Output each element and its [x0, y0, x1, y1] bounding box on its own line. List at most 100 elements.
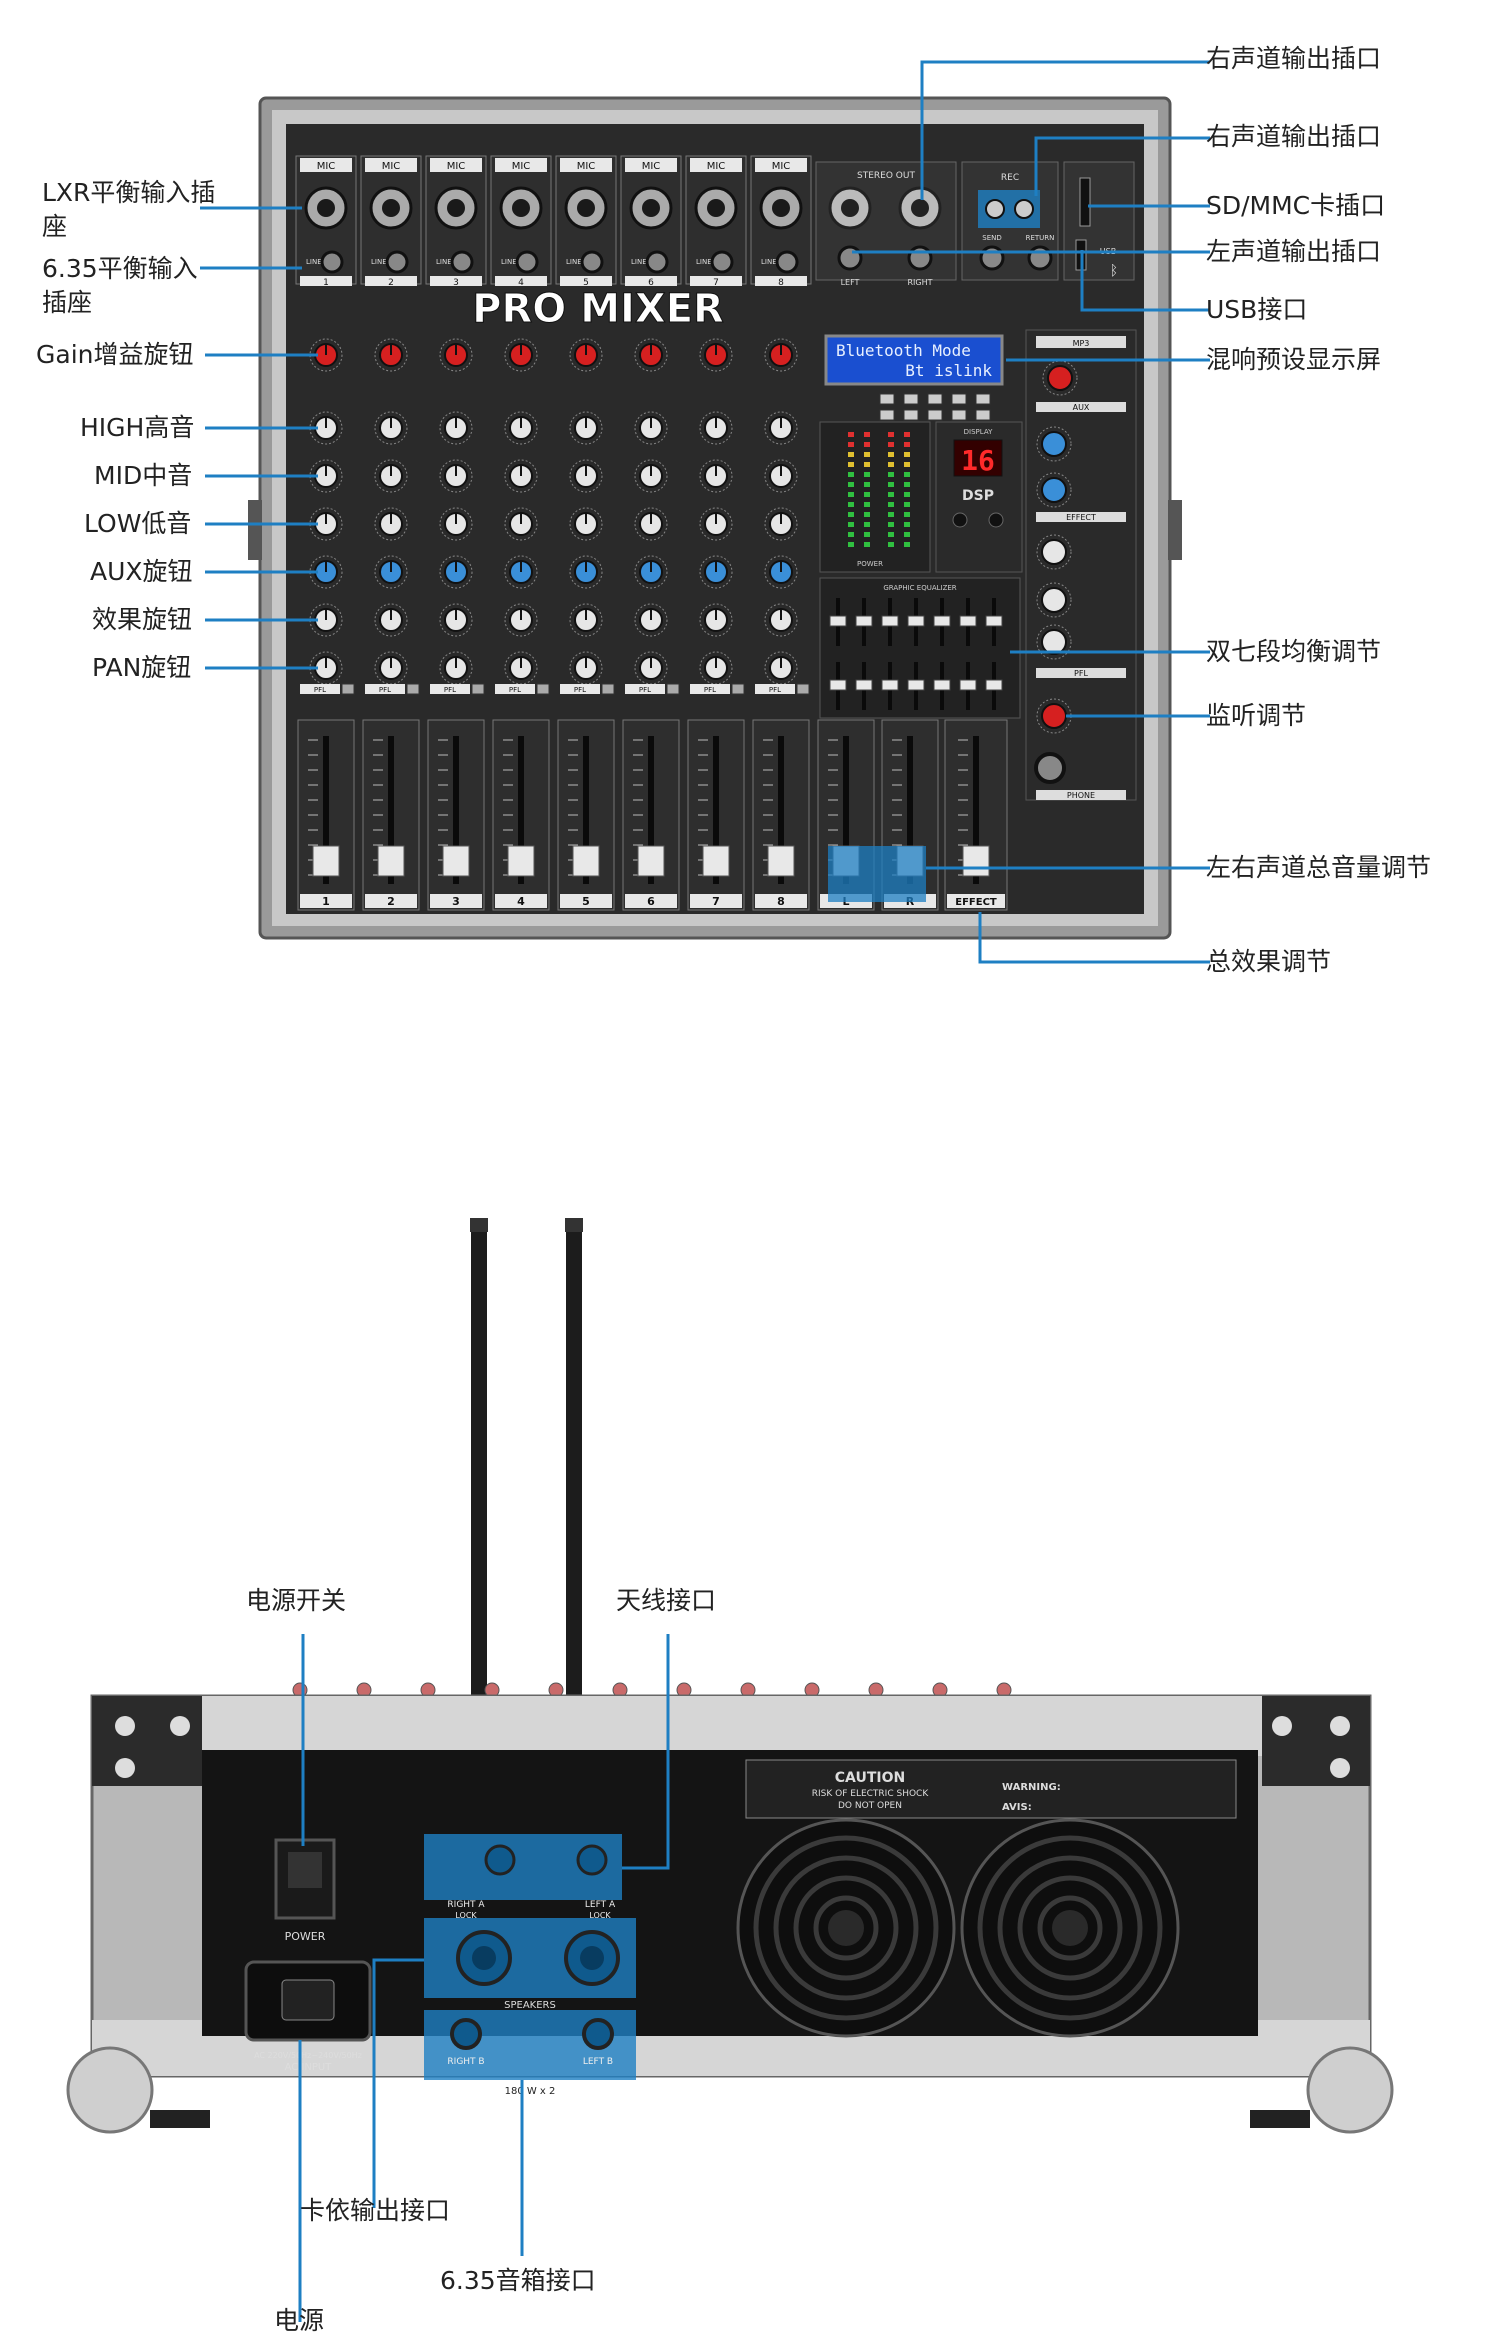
dsp-down-button[interactable] [952, 512, 968, 528]
meter-led [864, 482, 870, 487]
master-knob[interactable] [1041, 629, 1067, 655]
fader-label: 7 [712, 895, 720, 908]
eq-slider[interactable] [855, 679, 873, 691]
master-knob-scale [1036, 582, 1072, 618]
fader-cap[interactable] [962, 845, 990, 877]
pfl-button[interactable] [796, 683, 810, 695]
master-knob[interactable] [1041, 431, 1067, 457]
eq-slider[interactable] [985, 679, 1003, 691]
line-jack[interactable] [775, 250, 799, 274]
fader-cap[interactable] [637, 845, 665, 877]
meter-led [888, 492, 894, 497]
knob-scale [569, 338, 603, 372]
lcd-button[interactable] [879, 393, 895, 405]
eq-slider[interactable] [907, 615, 925, 627]
fader-cap[interactable] [702, 845, 730, 877]
phone-tag [1036, 790, 1126, 800]
fader-label-tag [560, 894, 612, 908]
dsp-logo: DSP [962, 488, 994, 504]
knob-scale [699, 603, 733, 637]
fader-label: 3 [452, 895, 460, 908]
channel-number-tag [430, 276, 482, 286]
fader-label: 2 [387, 895, 395, 908]
pfl-button[interactable] [731, 683, 745, 695]
master-knob[interactable] [1041, 587, 1067, 613]
foot-left [150, 2110, 210, 2128]
fader-cap[interactable] [312, 845, 340, 877]
label-high: HIGH高音 [80, 413, 195, 442]
eq-slider[interactable] [881, 615, 899, 627]
lcd-button[interactable] [903, 409, 919, 421]
eq-slider[interactable] [881, 679, 899, 691]
pfl-button[interactable] [471, 683, 485, 695]
eq-slider[interactable] [985, 615, 1003, 627]
lcd-button[interactable] [975, 393, 991, 405]
eq-slider[interactable] [907, 679, 925, 691]
pfl-button[interactable] [601, 683, 615, 695]
line-label: LINE [566, 258, 582, 266]
pfl-button[interactable] [341, 683, 355, 695]
fan-grille-ring [1017, 1875, 1123, 1981]
xlr-input-core [382, 199, 400, 217]
pfl-button[interactable] [536, 683, 550, 695]
line-jack[interactable] [515, 250, 539, 274]
lcd-button[interactable] [951, 409, 967, 421]
master-knob[interactable] [1041, 477, 1067, 503]
fader-cap[interactable] [767, 845, 795, 877]
lcd-button[interactable] [927, 409, 943, 421]
lcd-button-row [879, 393, 991, 421]
eq-slider[interactable] [829, 679, 847, 691]
line-jack[interactable] [710, 250, 734, 274]
line-jack[interactable] [645, 250, 669, 274]
lcd-button[interactable] [975, 409, 991, 421]
master-knob[interactable] [1047, 365, 1073, 391]
mic-label: MIC [317, 161, 336, 172]
meter-led [848, 502, 854, 507]
meter-led [904, 512, 910, 517]
pfl-button[interactable] [666, 683, 680, 695]
xlr-input-core [317, 199, 335, 217]
line-jack[interactable] [580, 250, 604, 274]
fader-label-tag [300, 894, 352, 908]
line-jack[interactable] [320, 250, 344, 274]
avis-label: AVIS: [1002, 1802, 1032, 1813]
pfl-button[interactable] [406, 683, 420, 695]
eq-slider[interactable] [959, 679, 977, 691]
fader-cap[interactable] [377, 845, 405, 877]
knob-scale [569, 411, 603, 445]
pfl-label: PFL [509, 686, 521, 694]
lcd-button[interactable] [879, 409, 895, 421]
fader-cap[interactable] [442, 845, 470, 877]
label-eq: 双七段均衡调节 [1206, 637, 1382, 666]
meter-led [848, 542, 854, 547]
speaker-jack-left-b[interactable] [582, 2018, 614, 2050]
eq-slider[interactable] [829, 615, 847, 627]
sd-slot[interactable] [1079, 177, 1091, 227]
rca-left[interactable] [985, 199, 1005, 219]
eq-slider[interactable] [933, 615, 951, 627]
fader-cap[interactable] [507, 845, 535, 877]
fan-grille-ring [753, 1835, 939, 2021]
knob-scale [374, 555, 408, 589]
eq-slider[interactable] [933, 679, 951, 691]
dsp-up-button[interactable] [988, 512, 1004, 528]
antenna-jack-right[interactable] [484, 1844, 516, 1876]
rec-label: REC [1001, 173, 1019, 183]
line-jack[interactable] [450, 250, 474, 274]
line-jack[interactable] [385, 250, 409, 274]
lcd-button[interactable] [903, 393, 919, 405]
phones-jack[interactable] [1034, 752, 1066, 784]
eq-slider[interactable] [959, 615, 977, 627]
lcd-button[interactable] [951, 393, 967, 405]
knob-scale [699, 411, 733, 445]
speaker-jack-right-b[interactable] [450, 2018, 482, 2050]
eq-slider[interactable] [855, 615, 873, 627]
fader-track [388, 736, 394, 884]
knob-scale [504, 411, 538, 445]
power-rocker [288, 1852, 322, 1888]
lcd-button[interactable] [927, 393, 943, 405]
master-knob[interactable] [1041, 539, 1067, 565]
rca-right[interactable] [1014, 199, 1034, 219]
fader-cap[interactable] [572, 845, 600, 877]
antenna-jack-left[interactable] [576, 1844, 608, 1876]
